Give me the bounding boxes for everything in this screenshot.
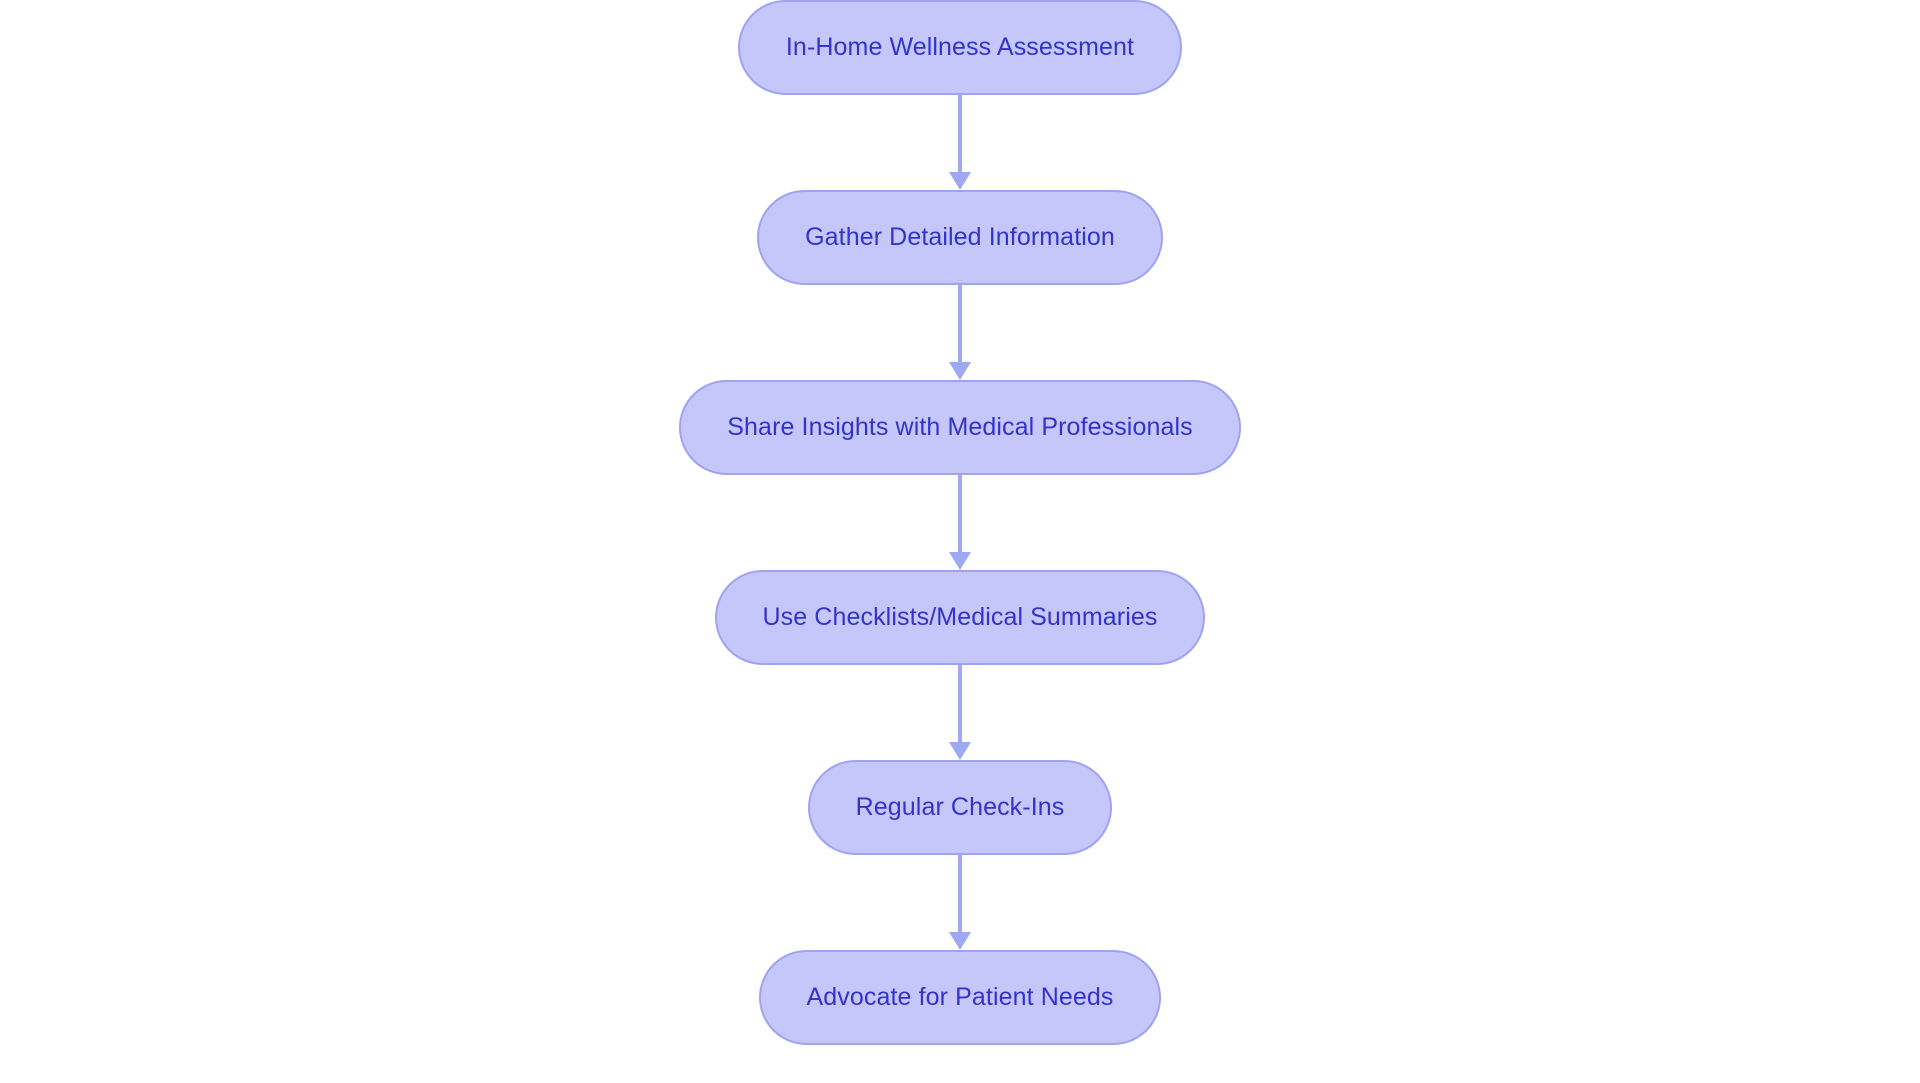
arrow-down-icon bbox=[949, 552, 971, 570]
edge-line bbox=[958, 285, 962, 363]
edge-line bbox=[958, 95, 962, 173]
flowchart-node-label: Advocate for Patient Needs bbox=[806, 983, 1114, 1011]
flowchart-edge-5-to-6 bbox=[947, 855, 973, 950]
flowchart-node-label: Regular Check-Ins bbox=[855, 793, 1065, 821]
flowchart-node-label: Use Checklists/Medical Summaries bbox=[762, 603, 1158, 631]
flowchart-edge-3-to-4 bbox=[947, 475, 973, 570]
arrow-down-icon bbox=[949, 362, 971, 380]
arrow-down-icon bbox=[949, 932, 971, 950]
flowchart-node-label: In-Home Wellness Assessment bbox=[785, 33, 1135, 61]
flowchart-edge-2-to-3 bbox=[947, 285, 973, 380]
flowchart-edge-4-to-5 bbox=[947, 665, 973, 760]
flowchart-node-label: Gather Detailed Information bbox=[805, 223, 1115, 251]
flowchart-node-label: Share Insights with Medical Professional… bbox=[727, 413, 1193, 441]
flowchart-node-1[interactable]: In-Home Wellness Assessment bbox=[737, 0, 1183, 95]
edge-line bbox=[958, 475, 962, 553]
edge-line bbox=[958, 855, 962, 933]
flowchart-node-3[interactable]: Share Insights with Medical Professional… bbox=[679, 380, 1241, 475]
flowchart-node-4[interactable]: Use Checklists/Medical Summaries bbox=[714, 570, 1206, 665]
arrow-down-icon bbox=[949, 172, 971, 190]
flowchart-node-2[interactable]: Gather Detailed Information bbox=[757, 190, 1163, 285]
flowchart-edge-1-to-2 bbox=[947, 95, 973, 190]
flowchart-node-6[interactable]: Advocate for Patient Needs bbox=[758, 950, 1162, 1045]
flowchart-node-5[interactable]: Regular Check-Ins bbox=[807, 760, 1113, 855]
edge-line bbox=[958, 665, 962, 743]
arrow-down-icon bbox=[949, 742, 971, 760]
